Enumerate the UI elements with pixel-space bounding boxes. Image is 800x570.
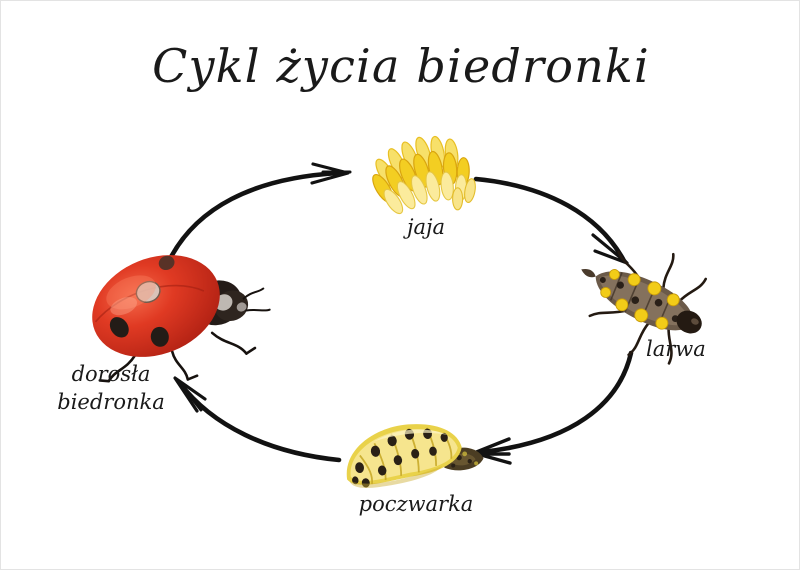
arrow-adult-to-eggs: [168, 162, 352, 260]
stage-label-pupa: poczwarka: [358, 492, 474, 516]
adult-ladybug-illustration: [92, 255, 271, 383]
arrow-pupa-to-adult: [173, 376, 342, 463]
egg-cluster-illustration: [372, 135, 476, 215]
page-title: Cykl życia biedronki: [152, 39, 650, 93]
stage-label-eggs: jaja: [406, 215, 446, 239]
ladybug-larva-illustration: [581, 250, 708, 365]
stage-label-adult: dorosła biedronka: [57, 362, 165, 415]
ladybug-pupa-illustration: [346, 424, 484, 488]
arrow-larva-to-pupa: [472, 350, 634, 465]
stage-label-larva: larwa: [646, 337, 706, 361]
